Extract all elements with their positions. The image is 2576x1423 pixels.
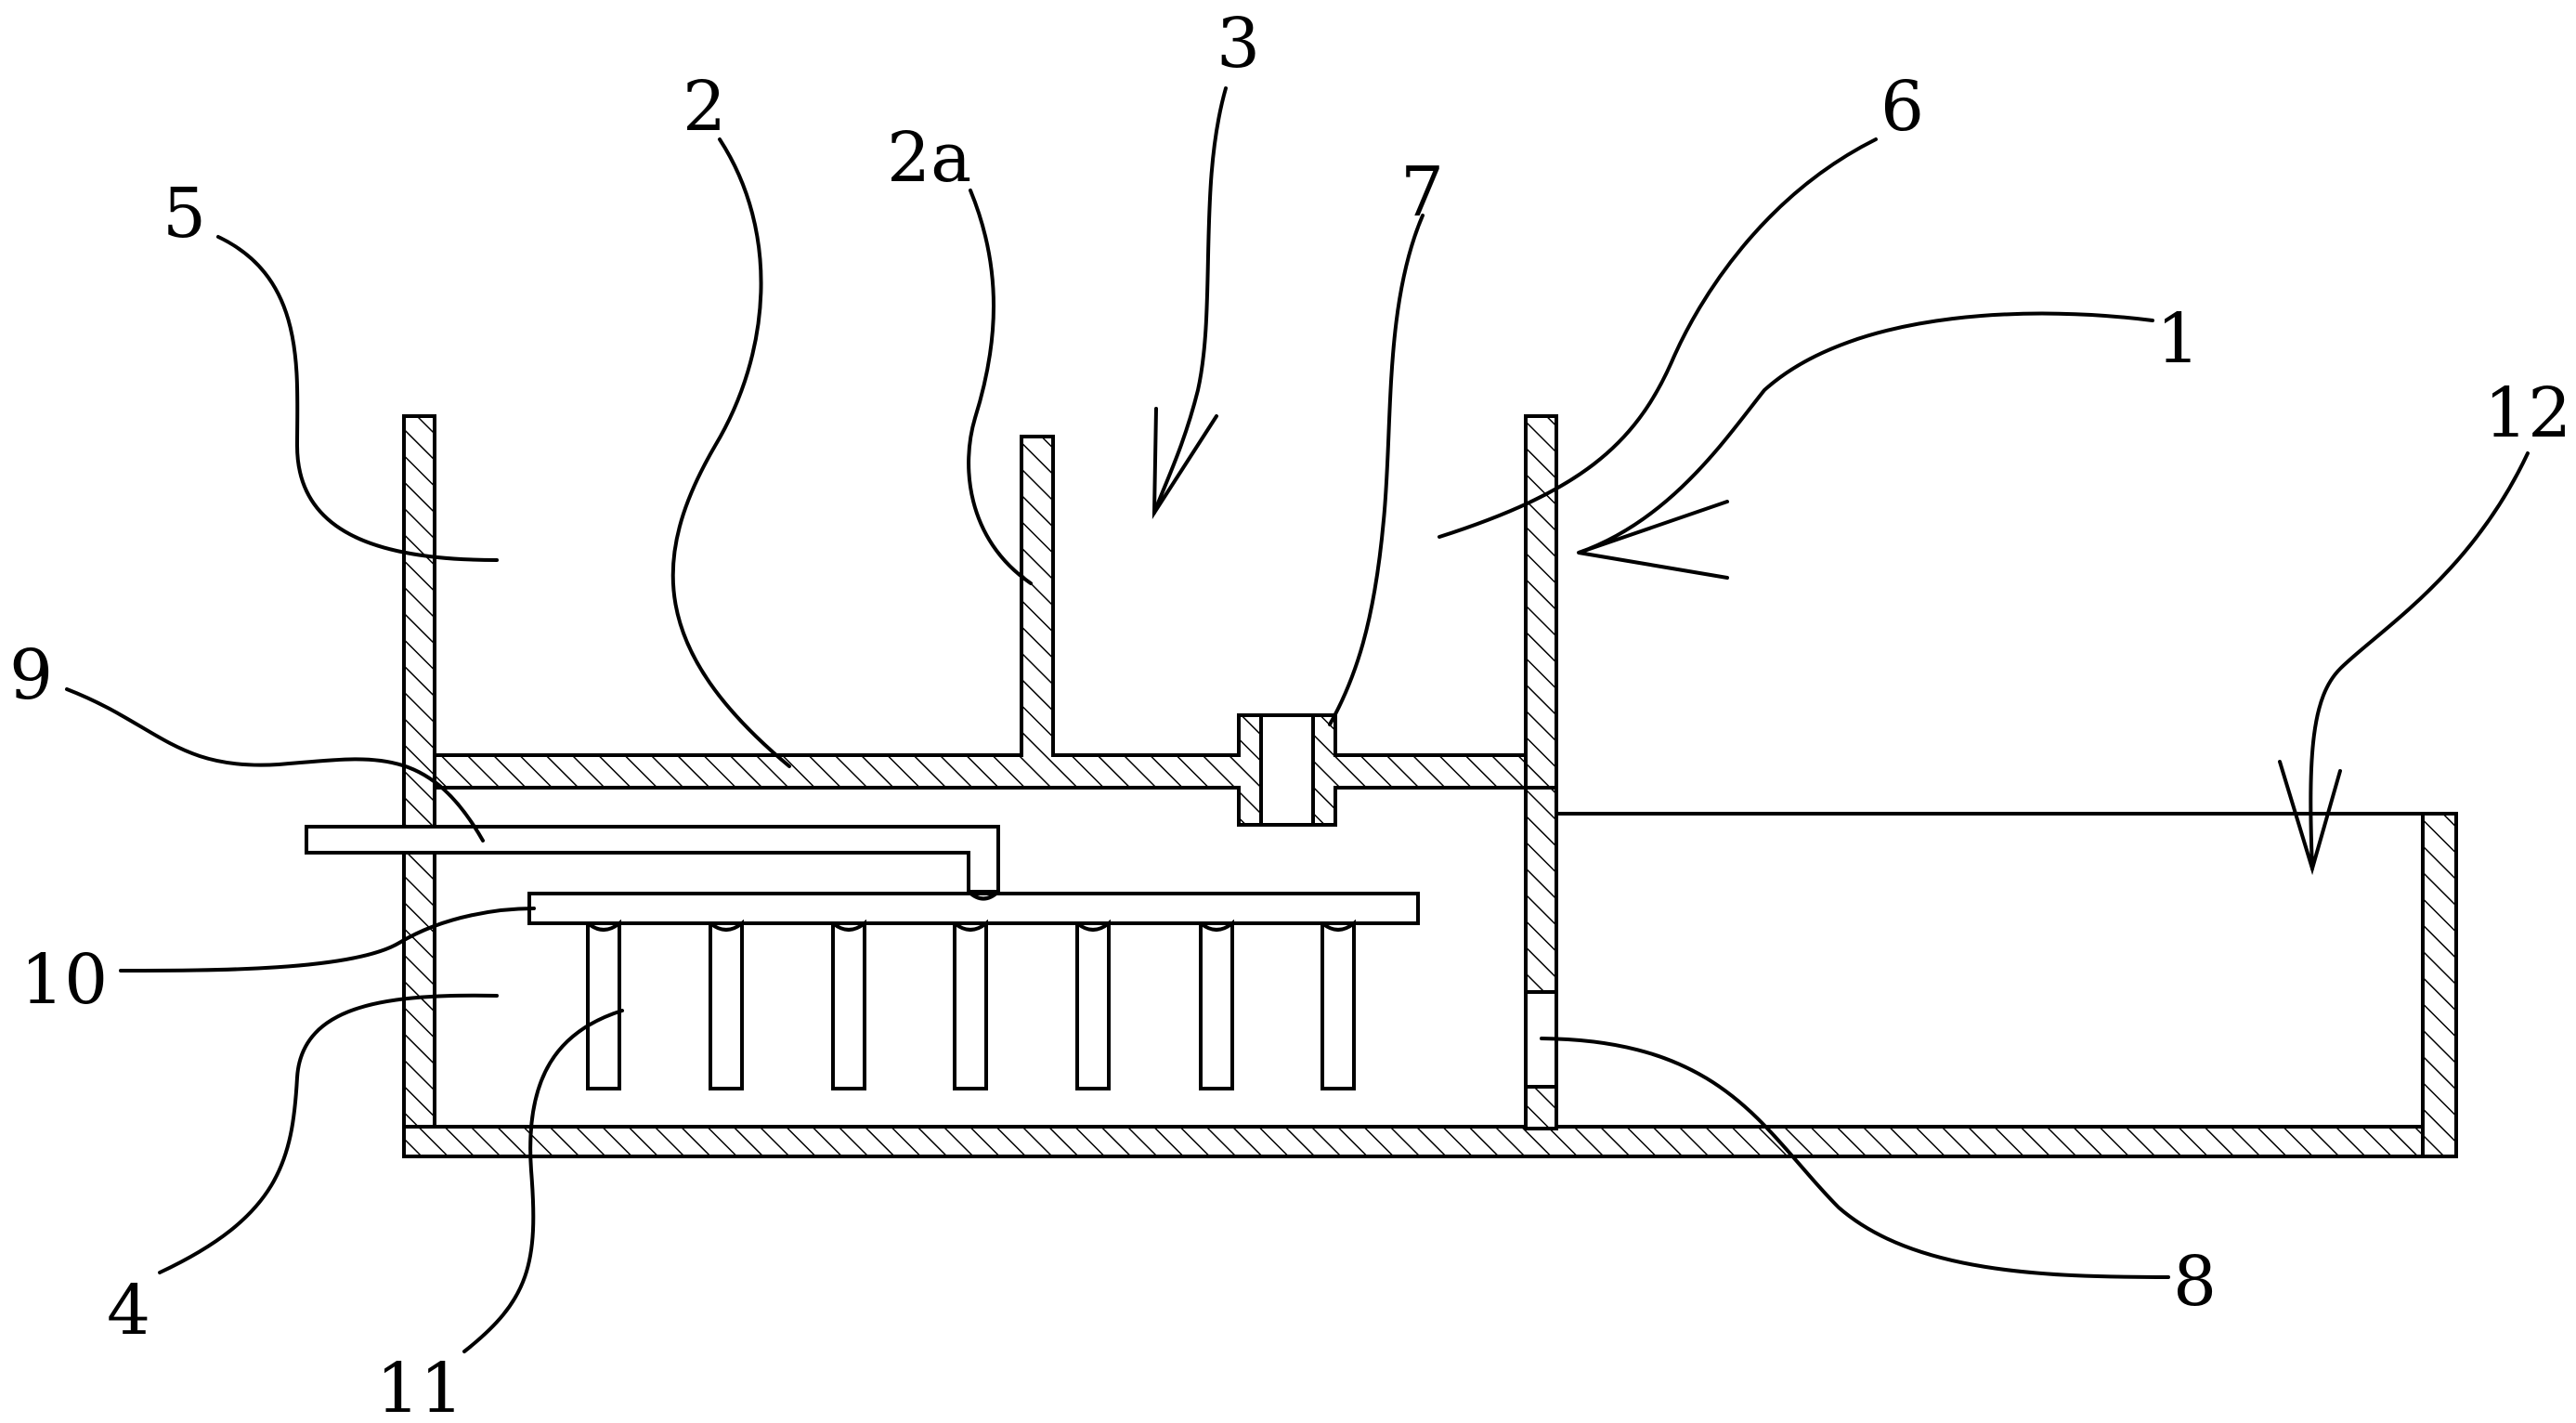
tray-right-wall xyxy=(2421,812,2458,1158)
heating-tubes xyxy=(586,919,1356,1090)
heating-tube xyxy=(586,919,621,1090)
label-2a: 2a xyxy=(887,118,971,198)
heating-tube xyxy=(1075,919,1111,1090)
leader-1 xyxy=(1577,311,2154,555)
partition-plate xyxy=(433,435,1528,827)
label-2: 2 xyxy=(683,67,726,147)
arrow-1 xyxy=(1578,500,1729,580)
heating-tube xyxy=(1321,919,1356,1090)
leader-8 xyxy=(1540,1037,2170,1279)
label-10: 10 xyxy=(20,940,108,1020)
label-11: 11 xyxy=(376,1349,463,1423)
label-4: 4 xyxy=(107,1271,150,1351)
main-housing xyxy=(402,414,2458,1158)
leader-10 xyxy=(119,907,536,973)
label-12: 12 xyxy=(2484,373,2571,453)
label-6: 6 xyxy=(1880,67,1924,147)
leader-11 xyxy=(462,1009,624,1353)
heating-tube xyxy=(1199,919,1234,1090)
arrow-12 xyxy=(2278,760,2342,876)
heating-tube xyxy=(709,919,744,1090)
label-5: 5 xyxy=(163,174,206,254)
arrow-3 xyxy=(1151,407,1218,519)
manifold-inlet-joint xyxy=(967,890,1000,901)
label-7: 7 xyxy=(1400,152,1444,232)
label-9: 9 xyxy=(9,635,53,715)
leader-5 xyxy=(216,235,499,562)
leader-2a xyxy=(967,189,1033,585)
manifold-body xyxy=(527,892,1420,925)
partition-plate-body xyxy=(433,435,1528,827)
housing-right-wall xyxy=(1524,414,1558,791)
leader-7 xyxy=(1328,214,1425,726)
housing-left-wall xyxy=(402,414,436,1158)
leader-6 xyxy=(1438,137,1878,539)
leader-9 xyxy=(65,687,485,842)
leader-2 xyxy=(670,137,791,768)
label-8: 8 xyxy=(2173,1242,2217,1322)
housing-floor xyxy=(402,1125,2458,1158)
leader-4 xyxy=(158,993,499,1274)
leader-lines xyxy=(65,86,2530,1353)
lower-chamber-right-wall-bottom xyxy=(1524,1085,1558,1130)
label-1: 1 xyxy=(2156,299,2200,379)
leader-12 xyxy=(2309,451,2530,870)
lower-chamber-right-wall xyxy=(1524,786,1558,994)
label-3: 3 xyxy=(1216,4,1260,84)
reference-labels: 1 2 2a 3 4 5 6 7 8 9 10 11 12 xyxy=(9,4,2571,1423)
valve-bore xyxy=(1259,713,1315,827)
leader-3 xyxy=(1152,86,1228,515)
heating-tube xyxy=(953,919,988,1090)
distribution-manifold xyxy=(527,890,1420,925)
heating-tube xyxy=(831,919,866,1090)
collection-tray xyxy=(1556,812,2458,1158)
